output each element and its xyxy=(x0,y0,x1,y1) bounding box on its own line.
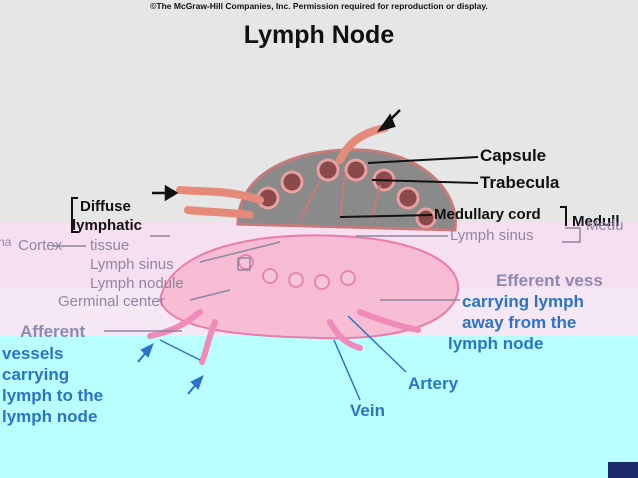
leader-lines-blue xyxy=(159,315,407,401)
blue-arrows xyxy=(137,342,204,395)
flow-arrows xyxy=(152,109,401,202)
label-afferent-line2: vessels xyxy=(2,344,64,363)
label-diffuse-line1: Diffuse xyxy=(80,198,131,215)
lymph-node-cortex xyxy=(236,148,457,232)
label-efferent-line4: lymph node xyxy=(448,334,544,353)
label-lymph-sinus-left: Lymph sinus xyxy=(90,256,174,273)
copyright-notice: ©The McGraw-Hill Companies, Inc. Permiss… xyxy=(150,1,488,11)
label-efferent-line3: away from the xyxy=(462,313,577,332)
lymph-node-medulla xyxy=(158,234,460,340)
label-lymph-nodule: Lymph nodule xyxy=(90,275,184,292)
label-medulla-fragment: Medull xyxy=(572,213,620,230)
label-artery: Artery xyxy=(408,374,459,393)
label-diffuse-line2: lymphatic xyxy=(72,217,143,234)
label-capsule: Capsule xyxy=(480,146,547,165)
corner-block xyxy=(608,462,638,478)
background-bottom xyxy=(0,336,638,478)
page-title: Lymph Node xyxy=(243,21,395,49)
lower-vessels xyxy=(147,309,421,365)
label-trabecula: Trabecula xyxy=(480,173,560,192)
diffuse-bracket xyxy=(71,197,78,233)
label-efferent-line1: Efferent vess xyxy=(496,271,603,290)
label-medullary-cord: Medullary cord xyxy=(434,206,541,223)
label-vein: Vein xyxy=(350,401,385,420)
trabeculae xyxy=(299,171,381,221)
medulla-bracket xyxy=(560,206,567,226)
label-cortex-fragment: na xyxy=(0,235,12,249)
label-efferent-line2: carrying lymph xyxy=(462,292,584,311)
label-afferent-line5: lymph node xyxy=(2,407,98,426)
leader-lines-grey xyxy=(52,227,581,332)
label-medulla-fragment-2: Medu xyxy=(586,217,624,234)
label-tissue: tissue xyxy=(90,237,130,254)
label-germinal-center: Germinal center xyxy=(58,293,165,310)
label-cortex: Cortex xyxy=(18,237,63,254)
label-afferent-line4: lymph to the xyxy=(2,386,104,405)
label-lymph-sinus-right: Lymph sinus xyxy=(450,227,534,244)
leader-lines-dark xyxy=(339,156,479,218)
label-afferent-line1: Afferent xyxy=(20,322,86,341)
label-afferent-line3: carrying xyxy=(2,365,70,384)
